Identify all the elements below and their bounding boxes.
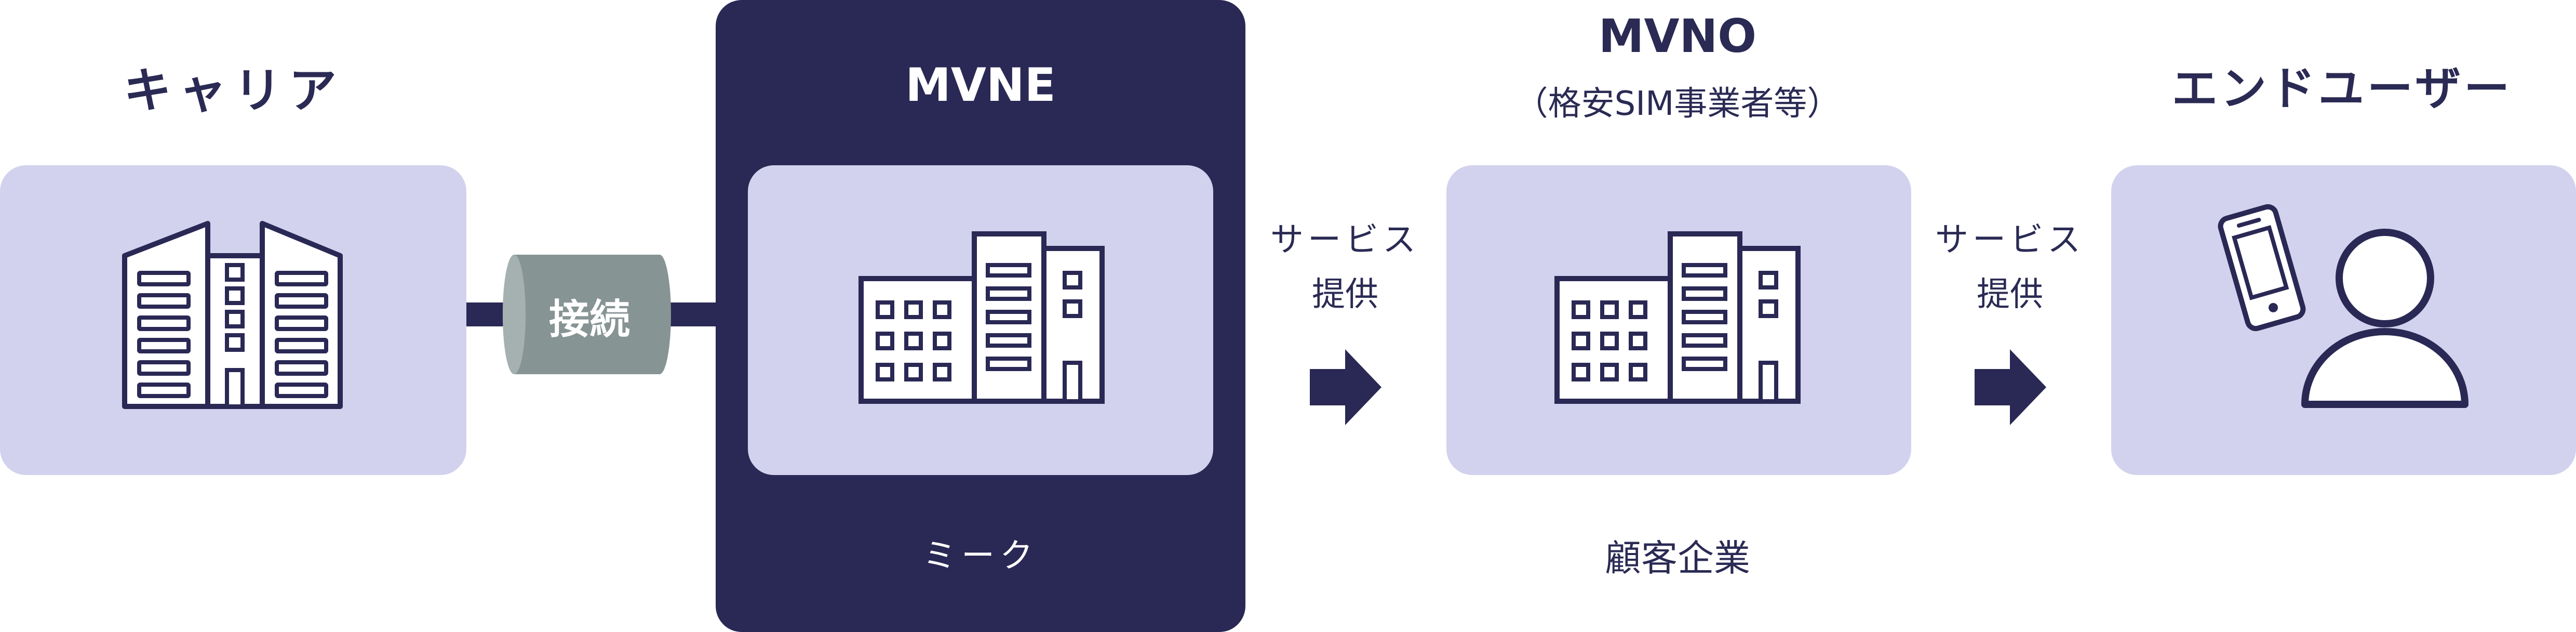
mvno-title: MVNO <box>1598 9 1757 63</box>
mvno-subtitle: （格安SIM事業者等） <box>1514 85 1841 123</box>
service-label-1-line1: サービス <box>1270 221 1420 259</box>
enduser-panel <box>2111 165 2576 475</box>
enduser-title: エンドユーザー <box>2171 62 2513 115</box>
mvne-company: ミーク <box>923 537 1038 575</box>
carrier-title: キャリア <box>123 63 344 118</box>
mvno-caption: 顧客企業 <box>1605 537 1750 580</box>
service-label-2-line1: サービス <box>1935 221 2085 259</box>
service-label-1-line2: 提供 <box>1312 275 1378 314</box>
connector-label: 接続 <box>548 296 630 343</box>
service-label-2-line2: 提供 <box>1977 275 2043 314</box>
mvne-title: MVNE <box>905 58 1056 112</box>
